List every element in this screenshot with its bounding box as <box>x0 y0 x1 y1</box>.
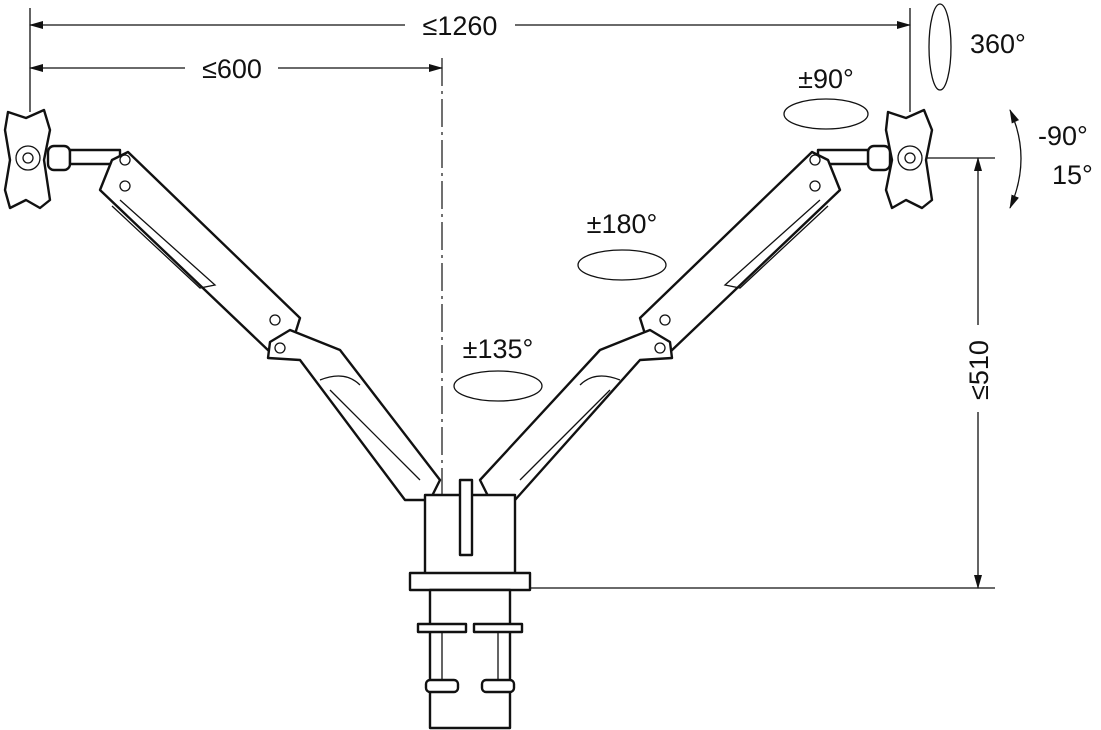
right-arm <box>478 150 842 502</box>
pole-and-clamp <box>408 478 532 730</box>
svg-text:±135°: ±135° <box>463 334 534 364</box>
height-label: ≤510 <box>964 340 994 400</box>
left-vesa-plate <box>3 108 122 210</box>
dimension-total-width: ≤1260 <box>29 11 911 41</box>
svg-text:15°: 15° <box>1052 160 1093 190</box>
svg-text:360°: 360° <box>970 29 1026 59</box>
svg-text:±90°: ±90° <box>798 64 854 94</box>
rotation-180-indicator: ±180° <box>577 209 667 281</box>
dimension-height: ≤510 <box>964 157 994 589</box>
rotation-90-indicator: ±90° <box>783 64 869 130</box>
svg-text:-90°: -90° <box>1038 121 1088 151</box>
svg-text:±180°: ±180° <box>587 209 658 239</box>
right-vesa-plate <box>816 108 934 210</box>
tilt-indicator: -90° 15° <box>1009 109 1093 209</box>
arm-reach-label: ≤600 <box>202 54 262 84</box>
left-arm <box>98 150 442 502</box>
dimension-arm-reach: ≤600 <box>29 54 443 84</box>
rotation-360-indicator: 360° <box>928 3 1026 91</box>
rotation-135-indicator: ±135° <box>453 334 543 402</box>
total-width-label: ≤1260 <box>423 11 498 41</box>
